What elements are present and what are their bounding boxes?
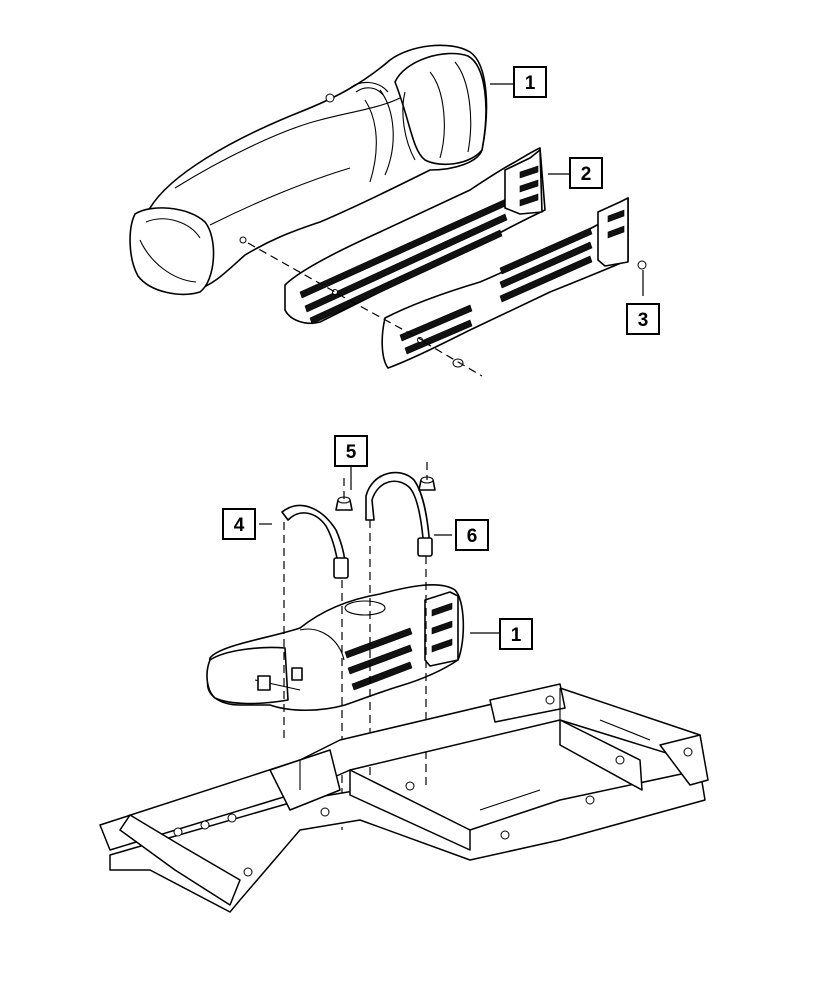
svg-text:1: 1 xyxy=(511,625,522,646)
nut-fastener-top xyxy=(452,260,647,368)
callout-1-top: 1 xyxy=(513,66,547,98)
vehicle-frame xyxy=(99,683,709,913)
fuel-tank-strap-right xyxy=(365,471,433,557)
skid-plate-shield-2 xyxy=(284,147,546,325)
callout-4: 4 xyxy=(222,508,256,540)
callout-1-bottom: 1 xyxy=(499,618,533,650)
svg-text:3: 3 xyxy=(638,310,649,331)
skid-plate-shield-lower xyxy=(381,197,629,369)
svg-text:6: 6 xyxy=(467,526,478,547)
callout-5: 5 xyxy=(334,435,368,467)
fuel-tank-top xyxy=(129,44,488,296)
svg-text:2: 2 xyxy=(581,164,592,185)
callout-3: 3 xyxy=(626,303,660,335)
bolt-5 xyxy=(335,496,353,511)
svg-text:4: 4 xyxy=(234,515,245,536)
callout-6: 6 xyxy=(455,519,489,551)
callout-2: 2 xyxy=(569,157,603,189)
svg-text:1: 1 xyxy=(525,73,536,94)
svg-text:5: 5 xyxy=(346,442,357,463)
fuel-tank-bottom xyxy=(206,584,465,711)
fuel-tank-strap-left xyxy=(281,504,349,579)
bolt-6 xyxy=(418,476,436,491)
